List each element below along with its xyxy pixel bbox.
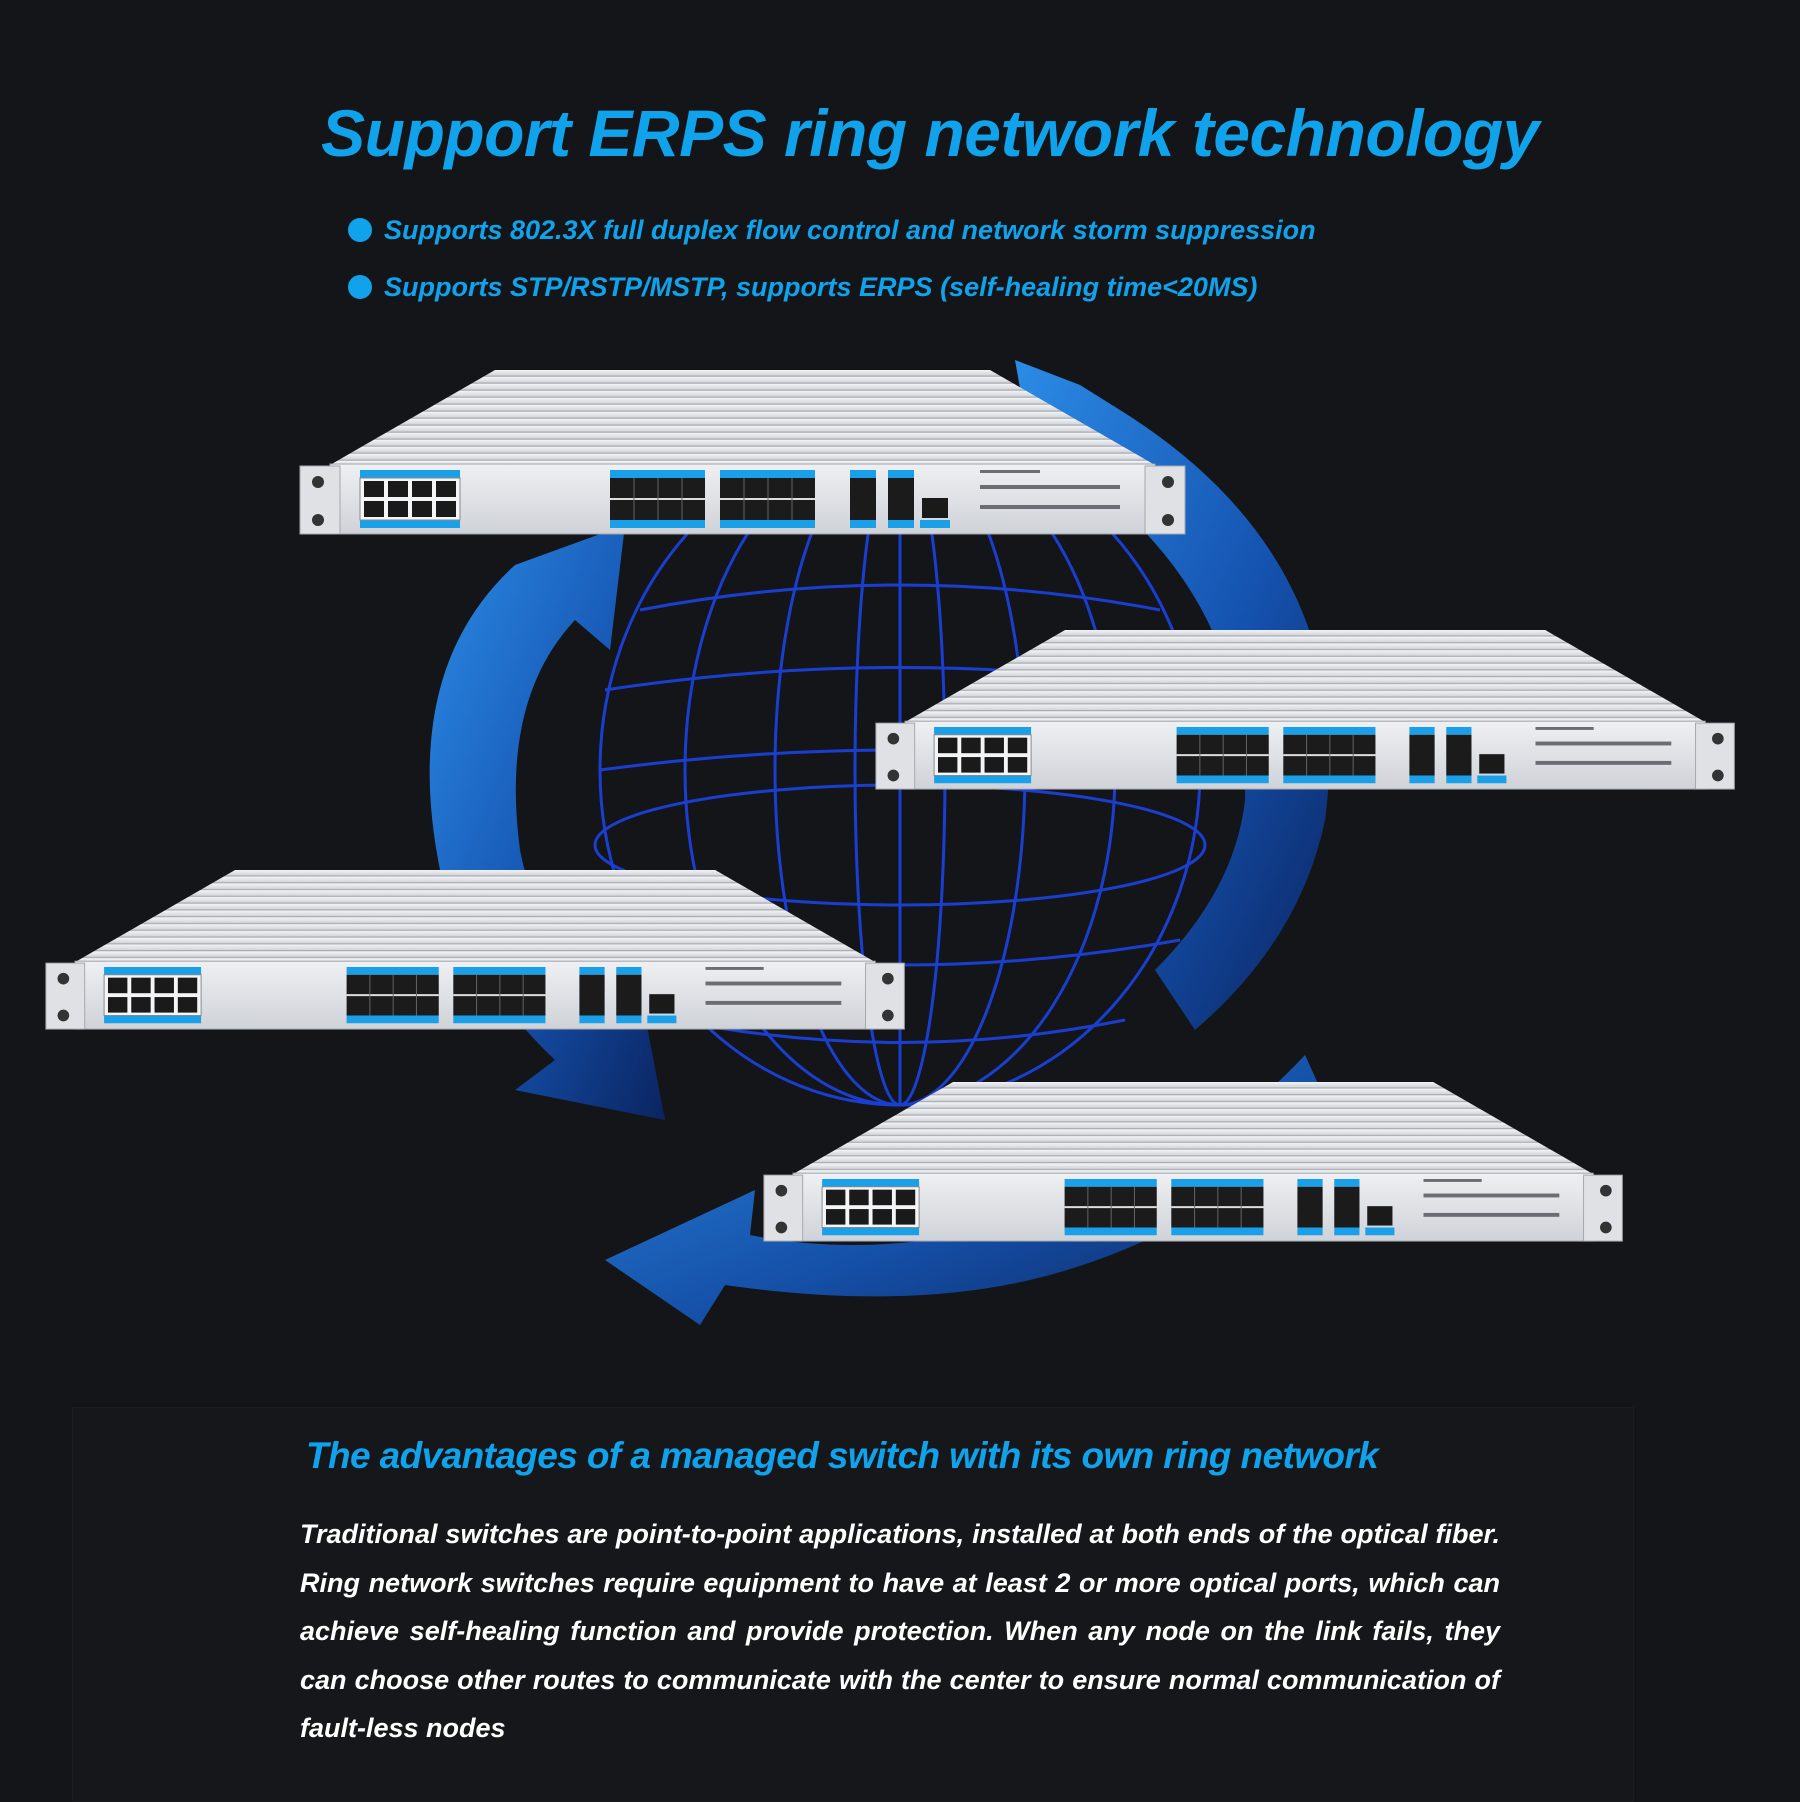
feature-list: Supports 802.3X full duplex flow control… (348, 210, 1316, 324)
bullet-dot-icon (348, 275, 372, 299)
network-switch-icon (874, 629, 1736, 791)
feature-item: Supports 802.3X full duplex flow control… (348, 210, 1316, 250)
page-title: Support ERPS ring network technology (321, 96, 1539, 170)
ring-network-illustration (44, 360, 1736, 1325)
feature-item: Supports STP/RSTP/MSTP, supports ERPS (s… (348, 267, 1316, 307)
advantages-panel (72, 1407, 1634, 1802)
feature-text: Supports STP/RSTP/MSTP, supports ERPS (s… (384, 271, 1258, 302)
bullet-dot-icon (348, 218, 372, 242)
advantages-title: The advantages of a managed switch with … (306, 1435, 1379, 1476)
feature-text: Supports 802.3X full duplex flow control… (384, 214, 1316, 245)
network-switch-icon (44, 869, 906, 1031)
advantages-body: Traditional switches are point-to-point … (300, 1519, 1500, 1743)
